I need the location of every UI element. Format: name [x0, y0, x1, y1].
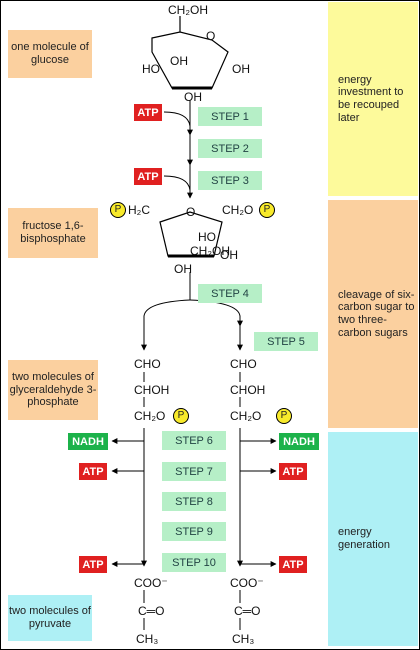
label-fructose: fructose 1,6- bisphosphate: [8, 208, 98, 258]
step-3: STEP 3: [198, 171, 262, 190]
phase-cleavage-text: cleavage of six-carbon sugar to two thre…: [338, 288, 415, 339]
phosphate-g3p-right-text: P: [280, 410, 288, 422]
phase-generation-text: energy generation: [338, 526, 390, 551]
step-1: STEP 1: [198, 107, 262, 126]
label-g3p: two molecules of glyceraldehyde 3-phosph…: [8, 360, 98, 420]
pyr-left-coo: COO⁻: [134, 576, 168, 590]
fructose-ho: HO: [198, 230, 216, 244]
step-5: STEP 5: [254, 332, 318, 351]
atp-left-7: ATP: [79, 463, 107, 480]
glucose-o: O: [206, 29, 216, 43]
glucose-ring: [151, 16, 229, 90]
step-7: STEP 7: [162, 462, 226, 481]
phase-investment: energy investment to be recouped later: [328, 2, 418, 196]
label-g3p-text: two molecules of glyceraldehyde 3-phosph…: [9, 371, 97, 409]
pyr-left-co: C═O: [138, 604, 165, 618]
atp-curve-3: [163, 175, 191, 191]
step-6: STEP 6: [162, 431, 226, 450]
atp-input-1: ATP: [134, 104, 162, 121]
atp-input-3: ATP: [134, 168, 162, 185]
glucose-ch2oh: CH₂OH: [168, 3, 208, 17]
atp-curve-1: [163, 111, 191, 127]
fructose-o: O: [186, 205, 196, 219]
nadh-left: NADH: [68, 433, 108, 450]
step-8: STEP 8: [162, 492, 226, 511]
label-pyruvate-text: two molecules of pyruvate: [9, 605, 91, 630]
nadh-right: NADH: [279, 433, 319, 450]
fructose-ring: [159, 211, 223, 258]
g3p-left-cho: CHO: [134, 357, 161, 371]
atp-right-7: ATP: [279, 463, 307, 480]
atp-left-10: ATP: [79, 556, 107, 573]
label-glucose-text: one molecule of glucose: [11, 41, 89, 66]
fructose-ch2o: CH₂O: [222, 203, 254, 217]
step-10: STEP 10: [162, 553, 226, 572]
g3p-left-ch2o: CH₂O: [134, 409, 166, 423]
g3p-left-choh: CHOH: [134, 383, 170, 397]
split-left: [141, 299, 191, 351]
pyr-left-ch3: CH₃: [136, 632, 159, 646]
fructose-oh2: OH: [220, 248, 238, 262]
fructose-ch2oh: CH₂OH: [190, 244, 230, 258]
phosphate-left: P: [110, 202, 126, 218]
g3p-right-cho: CHO: [230, 357, 257, 371]
split-right: [189, 299, 243, 327]
label-pyruvate: two molecules of pyruvate: [8, 595, 92, 641]
phosphate-g3p-right: P: [276, 408, 292, 424]
glucose-oh3: OH: [184, 90, 202, 104]
pyr-right-coo: COO⁻: [230, 576, 264, 590]
pyr-right-ch3: CH₃: [232, 632, 255, 646]
atp-right-10: ATP: [279, 556, 307, 573]
label-fructose-text: fructose 1,6- bisphosphate: [20, 220, 86, 245]
fructose-h2c: H₂C: [128, 203, 150, 217]
phosphate-g3p-left: P: [173, 408, 189, 424]
step-9: STEP 9: [162, 522, 226, 541]
step-2: STEP 2: [198, 139, 262, 158]
phase-investment-text: energy investment to be recouped later: [338, 73, 404, 124]
g3p-right-choh: CHOH: [230, 383, 266, 397]
g3p-right-ch2o: CH₂O: [230, 409, 262, 423]
phosphate-g3p-left-text: P: [177, 410, 185, 422]
phosphate-right-text: P: [263, 204, 271, 216]
phosphate-left-text: P: [114, 204, 122, 216]
phase-generation: energy generation: [328, 432, 418, 646]
pyr-right-co: C═O: [234, 604, 261, 618]
glucose-oh2: OH: [232, 62, 250, 76]
glucose-oh1: OH: [170, 54, 188, 68]
glucose-ho: HO: [142, 62, 160, 76]
step-4: STEP 4: [198, 284, 262, 303]
fructose-oh1: OH: [174, 262, 192, 276]
phosphate-right: P: [259, 202, 275, 218]
label-glucose: one molecule of glucose: [8, 30, 92, 78]
phase-cleavage: cleavage of six-carbon sugar to two thre…: [328, 200, 418, 428]
